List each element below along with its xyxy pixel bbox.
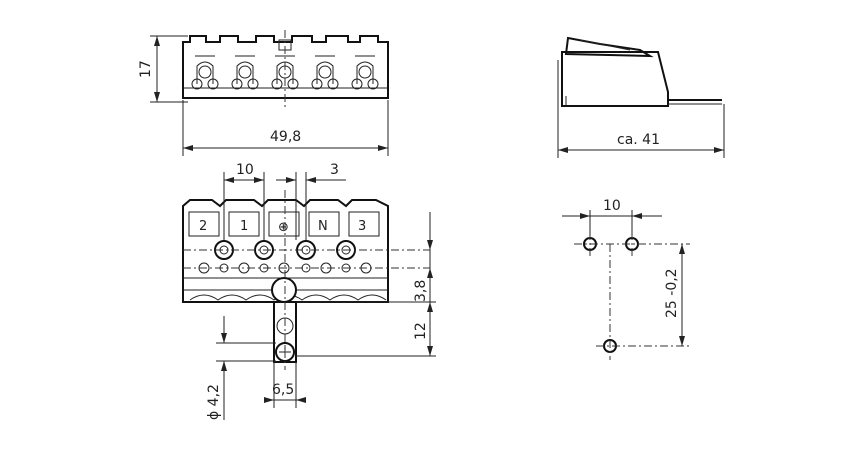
dim-pitch-10: 10 [223, 162, 265, 240]
dim-hole-4-2: ϕ 4,2 [206, 316, 276, 420]
dim-tab-12: 12 [296, 301, 436, 357]
side-view: ca. 41 [557, 36, 725, 158]
label-width-49-8: 49,8 [270, 129, 301, 145]
terminal-label-earth: ⊕ [278, 220, 289, 235]
side-body-outline [561, 51, 669, 107]
earth-screw [271, 277, 297, 303]
label-hole-4-2: ϕ 4,2 [206, 384, 222, 420]
dim-pin-distance-25: 25 -0,2 [664, 244, 685, 346]
label-depth-41: ca. 41 [617, 132, 660, 148]
label-offset-3: 3 [330, 162, 339, 178]
dim-row-3-8: 3,8 [413, 212, 433, 312]
terminal-label-2: 2 [199, 219, 207, 234]
dim-height-17: 17 [138, 35, 188, 103]
label-tab-width-6-5: 6,5 [272, 382, 294, 398]
label-tab-12: 12 [413, 322, 429, 340]
label-row-3-8: 3,8 [413, 280, 429, 302]
plan-view: 2 1 ⊕ N 3 [182, 162, 436, 420]
terminal-label-3: 3 [358, 219, 366, 234]
dim-depth-41: ca. 41 [557, 60, 725, 158]
dim-pin-spacing-10: 10 [562, 198, 662, 236]
label-pin-spacing-10: 10 [603, 198, 621, 214]
label-pin-distance-25: 25 -0,2 [664, 268, 680, 318]
dim-tab-width-6-5: 6,5 [264, 362, 306, 408]
pin-layout-view: 10 25 -0,2 [562, 198, 690, 360]
terminal-label-1: 1 [240, 219, 248, 234]
top-view: 17 49,8 [138, 30, 389, 156]
label-height-17: 17 [138, 60, 154, 78]
terminal-label-n: N [318, 219, 328, 234]
label-pitch-10: 10 [236, 162, 254, 178]
dim-width-49-8: 49,8 [182, 100, 389, 156]
dim-offset-3: 3 [276, 162, 346, 240]
